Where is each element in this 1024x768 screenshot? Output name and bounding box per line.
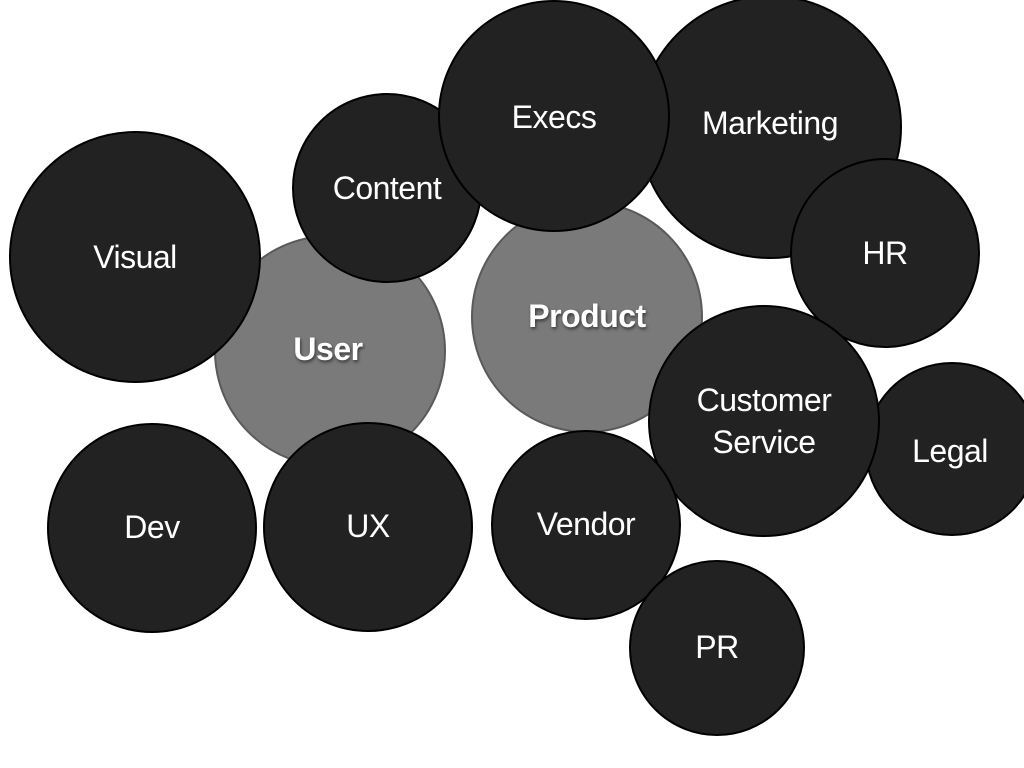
bubble-label: HR	[862, 235, 908, 272]
bubble-customer-service: Customer Service	[648, 305, 880, 537]
bubble-label: Content	[332, 170, 442, 207]
bubble-label: Visual	[93, 239, 177, 276]
bubble-label: Customer Service	[696, 382, 832, 460]
bubble-label: User	[293, 331, 363, 368]
bubble-dev: Dev	[47, 423, 257, 633]
bubble-legal: Legal	[865, 362, 1024, 536]
bubble-label: Legal	[912, 433, 988, 470]
bubble-label: Product	[528, 298, 646, 335]
bubble-label: Dev	[124, 509, 180, 546]
bubble-execs: Execs	[438, 0, 670, 232]
bubble-label: Vendor	[536, 506, 636, 543]
bubble-label: Marketing	[702, 105, 839, 142]
bubble-label: UX	[346, 508, 390, 545]
bubble-ux: UX	[263, 422, 473, 632]
bubble-label: Execs	[511, 99, 597, 136]
bubble-hr: HR	[790, 158, 980, 348]
bubble-label: PR	[695, 629, 739, 666]
bubble-pr: PR	[629, 560, 805, 736]
bubble-vendor: Vendor	[491, 430, 681, 620]
bubble-visual: Visual	[9, 131, 261, 383]
